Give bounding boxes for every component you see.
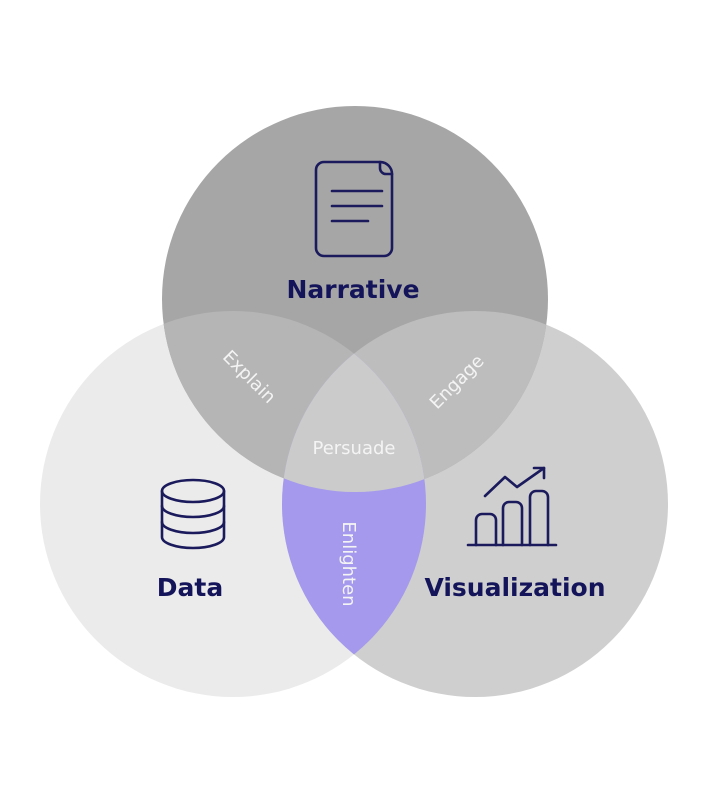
narrative-label: Narrative	[286, 275, 419, 304]
visualization-label: Visualization	[424, 573, 605, 602]
data-label: Data	[157, 573, 223, 602]
persuade-label: Persuade	[312, 438, 395, 459]
document-icon	[314, 160, 394, 258]
explain-region	[162, 311, 426, 492]
database-icon	[160, 478, 226, 550]
engage-region	[282, 311, 548, 492]
enlighten-label: Enlighten	[338, 521, 359, 606]
bar-chart-trend-icon	[466, 466, 558, 547]
